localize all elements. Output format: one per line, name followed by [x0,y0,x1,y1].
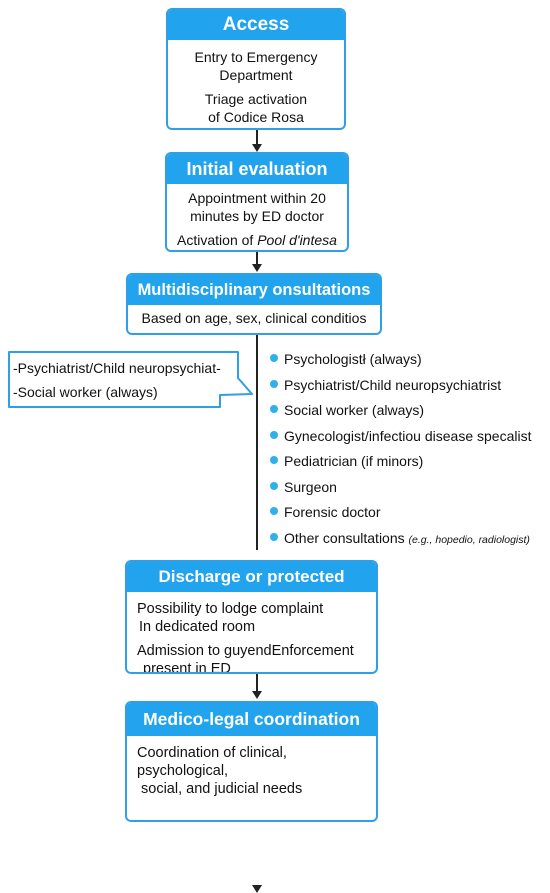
discharge-line-2: In dedicated room [139,619,256,635]
discharge-line-3: Admission to guyendEnforcement [137,643,354,659]
callout-text: -Psychiatrist/Child neuropsychiat- -Soci… [13,356,221,404]
access-line-4: of Codice Rosa [208,109,304,125]
access-box: Access Entry to Emergency Department Tri… [166,8,346,130]
pool-intesa-text: Pool d'intesa [257,232,337,248]
discharge-line-1: Possibility to lodge complaint [137,601,324,617]
bullet-icon [270,354,278,362]
multidisciplinary-box: Multidisciplinary onsultations Based on … [126,273,382,335]
medico-legal-line-2: social, and judicial needs [141,781,303,797]
access-body: Entry to Emergency Department Triage act… [168,40,344,126]
consultation-label: Psychiatrist/Child neuropsychiatrist [284,376,502,393]
access-line-3: Triage activation [204,91,308,107]
consultation-label: Psychologistł (always) [284,351,422,367]
discharge-line-4: present in ED [143,661,231,674]
access-line-2: Department [219,67,293,83]
bullet-icon [270,481,278,490]
list-item-gynecologist: Gynecologist/infectiou disease specalist [270,426,531,452]
bullet-icon [270,430,278,439]
consultations-list: Psychologistł (always) Psychiatrist/Chil… [270,349,531,553]
other-consultations-note: (e.g., hopedio, radiologist) [408,533,530,546]
consultation-label: Gynecologist/infectiou disease specalist [284,427,532,444]
callout-line-1: -Psychiatrist/Child neuropsychiat- [13,360,221,376]
initial-evaluation-line-2: minutes by ED doctor [190,208,324,224]
bullet-icon [270,379,278,388]
other-consultations-label: Other consultations [284,529,409,546]
multidisciplinary-subtitle: Based on age, sex, clinical conditios [141,310,367,326]
access-line-1: Entry to Emergency [194,49,318,65]
bullet-icon [270,532,278,541]
discharge-title: Discharge or protected amisiso [127,562,376,616]
discharge-body: Possibility to lodge complaint In dedica… [127,592,376,674]
medico-legal-body: Coordination of clinical, psychological,… [127,736,376,798]
consultation-label: Forensic doctor [284,504,381,520]
list-item-forensic-doctor: Forensic doctor [270,502,531,528]
consultation-label: Pediatrician (if minors) [284,453,424,469]
medico-legal-box: Medico-legal coordination Coordination o… [125,701,378,822]
discharge-box: Discharge or protected amisiso Possibili… [125,560,378,674]
access-title: Access [168,10,344,40]
callout-shape [8,351,253,408]
initial-evaluation-box: Initial evaluation Appointment within 20… [165,152,349,252]
bullet-icon [270,405,278,413]
pool-activation-line: Activation of Pool d'intesa [167,231,347,249]
list-item-psychiatrist: Psychiatrist/Child neuropsychiatrist [270,375,531,401]
initial-evaluation-title: Initial evaluation [167,154,347,184]
consultation-label: Surgeon [284,478,337,495]
list-item-other-consultations: Other consultations (e.g., hopedio, radi… [270,528,531,554]
callout-line-2: -Social worker (always) [13,384,158,400]
initial-evaluation-body: Appointment within 20 minutes by ED doct… [167,184,347,249]
initial-evaluation-line-1: Appointment within 20 [188,190,326,206]
list-item-social-worker: Social worker (always) [270,400,531,426]
bullet-icon [270,507,278,515]
consultation-label: Social worker (always) [284,402,425,418]
initial-evaluation-line-3-prefix: Activation of [177,232,258,248]
bullet-icon [270,456,278,464]
list-item-pediatrician: Pediatrician (if minors) [270,451,531,477]
multidisciplinary-title: Multidisciplinary onsultations [128,275,380,305]
medico-legal-title: Medico-legal coordination [127,703,376,736]
medico-legal-line-1: Coordination of clinical, psychological, [137,745,287,779]
list-item-surgeon: Surgeon [270,477,531,503]
list-item-psychologist: Psychologistł (always) [270,349,531,375]
